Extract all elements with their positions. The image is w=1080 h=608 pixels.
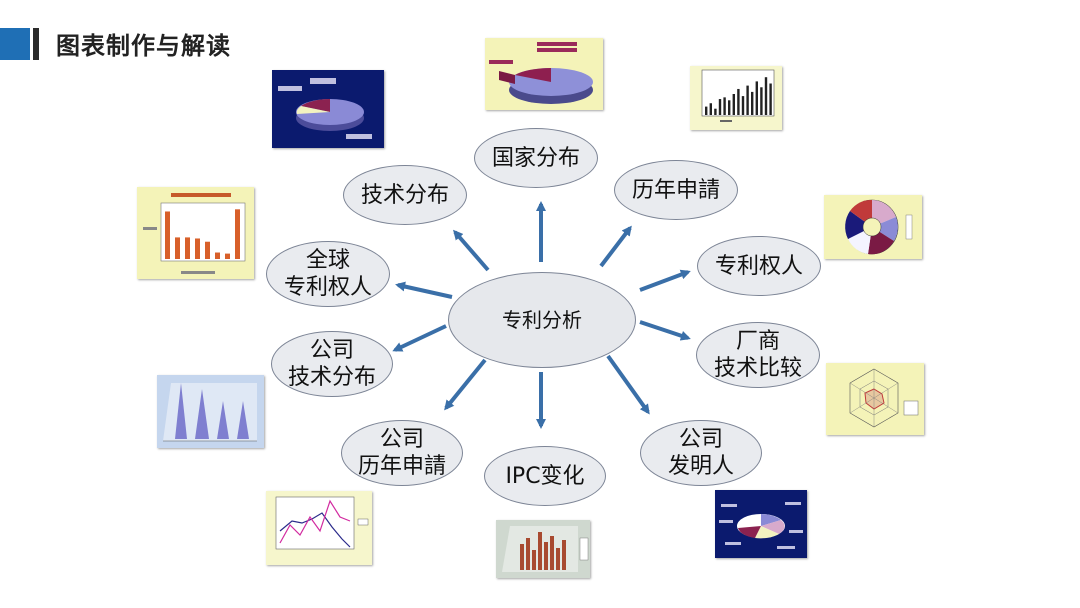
node-country-distribution: 国家分布	[474, 128, 598, 188]
thumb-bar	[723, 97, 726, 115]
node-label-line1: 公司	[678, 427, 723, 452]
arrow-to-company-inventor	[606, 354, 650, 415]
node-ipc-change: IPC变化	[484, 446, 606, 506]
node-company-inventors: 公司 发明人	[640, 420, 762, 486]
node-label-line1: 全球	[305, 248, 350, 273]
node-label-line1: 厂商	[735, 329, 780, 354]
thumb-bar	[215, 252, 220, 259]
arrow-to-company-tech	[392, 324, 447, 352]
thumb-bar	[205, 241, 210, 259]
node-tech-distribution: 技术分布	[343, 165, 467, 225]
thumb-bar	[746, 85, 749, 115]
thumb-bar	[195, 238, 200, 259]
thumb-bar	[235, 209, 240, 259]
node-label: 历年申請	[631, 177, 720, 203]
thumb-bar	[755, 81, 758, 115]
thumb-3d-bar-chart	[496, 520, 590, 578]
thumb-pie-chart-inventors	[715, 490, 807, 558]
thumb-bar	[718, 99, 722, 115]
arrow-to-history	[599, 225, 632, 268]
node-label-line2: 技术比较	[713, 356, 802, 381]
thumb-pie-chart-navy	[272, 70, 384, 148]
node-label-line2: 技术分布	[287, 365, 376, 390]
thumb-bar	[175, 237, 180, 259]
thumb-donut-chart	[824, 195, 922, 259]
thumb-bar	[709, 103, 712, 115]
node-label: 技术分布	[360, 182, 449, 208]
thumb-cone-chart	[157, 375, 264, 448]
node-label-line1: 公司	[379, 427, 424, 452]
page-title: 图表制作与解读	[56, 32, 231, 60]
node-label: 国家分布	[491, 145, 580, 171]
thumb-bar	[185, 237, 190, 259]
thumb-bar	[760, 87, 763, 115]
thumb-bar-chart-annual	[690, 66, 782, 130]
center-node-label: 专利分析	[502, 307, 582, 332]
arrow-to-vendor-tech	[639, 320, 691, 341]
thumb-bar	[737, 88, 740, 115]
center-node-patent-analysis: 专利分析	[448, 272, 636, 368]
thumb-bar	[751, 91, 754, 115]
thumb-bar	[225, 253, 230, 259]
node-label-line1: 公司	[309, 338, 354, 363]
node-label: 专利权人	[714, 253, 803, 279]
title-divider-bar	[33, 28, 39, 60]
thumb-line-chart	[266, 491, 372, 565]
node-company-annual-applications: 公司 历年申請	[341, 420, 463, 486]
title-accent-bar	[0, 28, 30, 60]
node-label-line2: 发明人	[667, 454, 734, 479]
thumb-bar-chart-tech	[137, 187, 254, 279]
node-label-line2: 历年申請	[357, 454, 446, 479]
thumb-bar	[732, 94, 735, 115]
node-annual-applications: 历年申請	[614, 160, 738, 220]
thumb-bar	[769, 83, 772, 115]
thumb-bar	[764, 77, 768, 115]
thumb-bar	[728, 100, 731, 115]
thumb-bar	[714, 108, 717, 115]
node-label-line2: 专利权人	[283, 275, 372, 300]
thumb-bar	[741, 96, 745, 115]
arrow-to-company-history	[444, 358, 487, 411]
arrow-to-tech-dist	[453, 229, 490, 272]
arrow-to-global-holder	[395, 281, 453, 299]
node-company-tech-distribution: 公司 技术分布	[271, 331, 393, 397]
thumb-bar	[705, 106, 708, 115]
thumb-radar-chart	[826, 363, 924, 435]
node-global-patent-holders: 全球 专利权人	[266, 241, 390, 307]
arrow-to-holder	[639, 269, 691, 292]
thumb-bar	[165, 211, 170, 259]
node-vendor-tech-comparison: 厂商 技术比较	[696, 322, 820, 388]
node-patent-holders: 专利权人	[697, 236, 821, 296]
thumb-pie-chart-yellow	[485, 38, 603, 110]
node-label: IPC变化	[505, 463, 585, 489]
